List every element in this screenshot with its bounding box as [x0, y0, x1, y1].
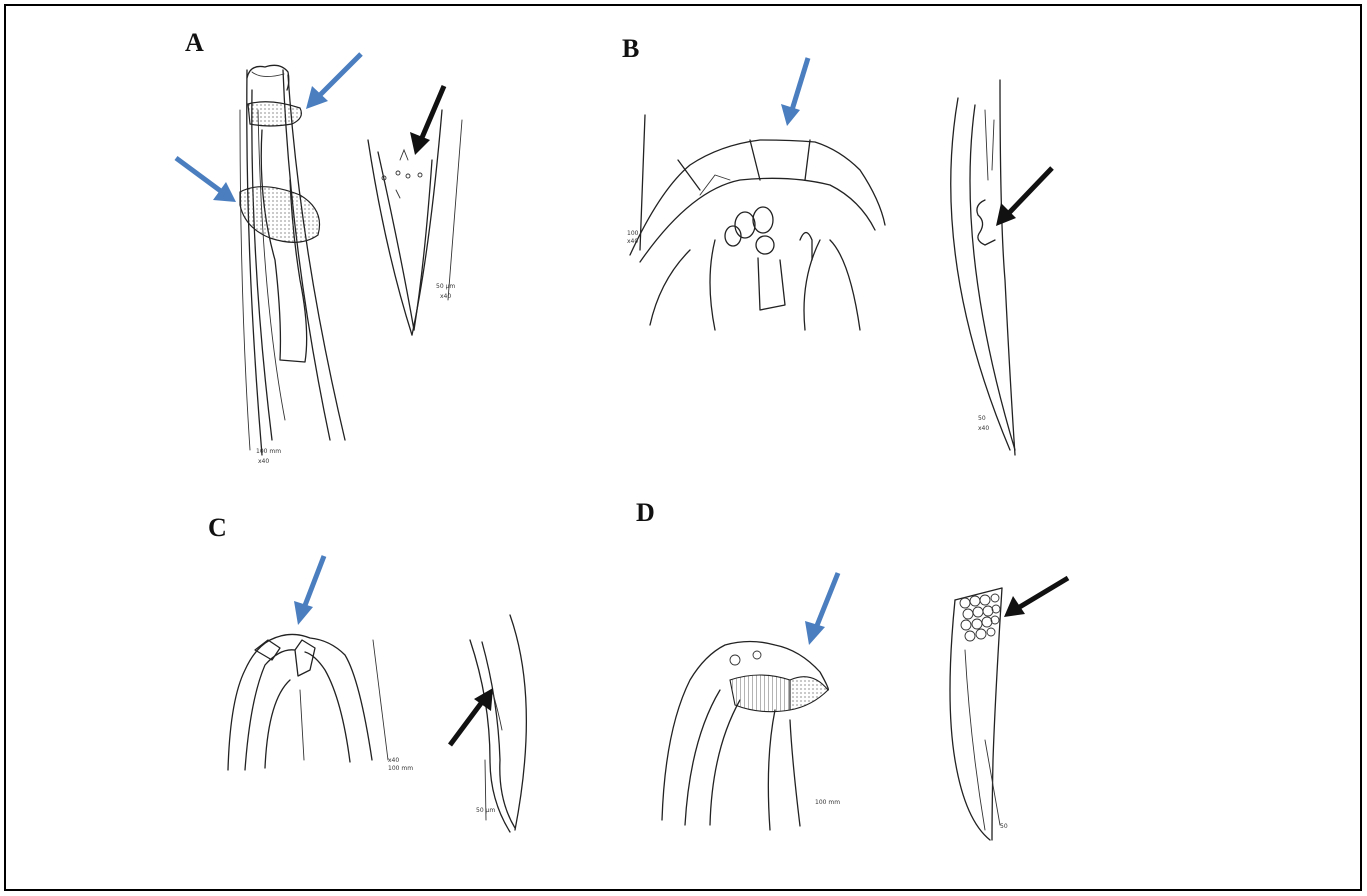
svg-text:50 μm: 50 μm [436, 283, 455, 290]
panel-b-tail-drawing: 50 x40 [951, 80, 1015, 455]
svg-text:x40: x40 [258, 458, 269, 465]
svg-text:50: 50 [978, 415, 986, 422]
blue-arrow-icon [781, 58, 808, 126]
svg-text:100 mm: 100 mm [256, 448, 281, 455]
black-arrow-icon [1004, 578, 1068, 617]
panel-c-head-drawing: x40 100 mm [228, 634, 413, 772]
svg-text:50 μm: 50 μm [476, 807, 495, 814]
panel-c-tail-drawing: 50 μm [470, 615, 526, 832]
blue-arrow-icon [176, 158, 236, 202]
svg-text:x40: x40 [388, 757, 399, 764]
panel-b-head-drawing: 100 x40 [627, 115, 885, 330]
blue-arrow-icon [805, 573, 838, 645]
panel-d-tail-drawing: 50 [950, 588, 1008, 840]
blue-arrow-icon [294, 556, 324, 625]
svg-text:100 mm: 100 mm [815, 799, 840, 806]
black-arrow-icon [450, 688, 493, 745]
svg-text:100: 100 [627, 230, 639, 237]
svg-text:x40: x40 [978, 425, 989, 432]
svg-text:x40: x40 [627, 238, 638, 245]
black-arrow-icon [996, 168, 1052, 226]
svg-text:100 mm: 100 mm [388, 765, 413, 772]
svg-text:x40: x40 [440, 293, 451, 300]
svg-text:50: 50 [1000, 823, 1008, 830]
panel-a-anterior-drawing: 100 mm x40 [240, 65, 345, 465]
panel-d-head-drawing: 100 mm [662, 642, 840, 831]
blue-arrow-icon [306, 54, 361, 109]
